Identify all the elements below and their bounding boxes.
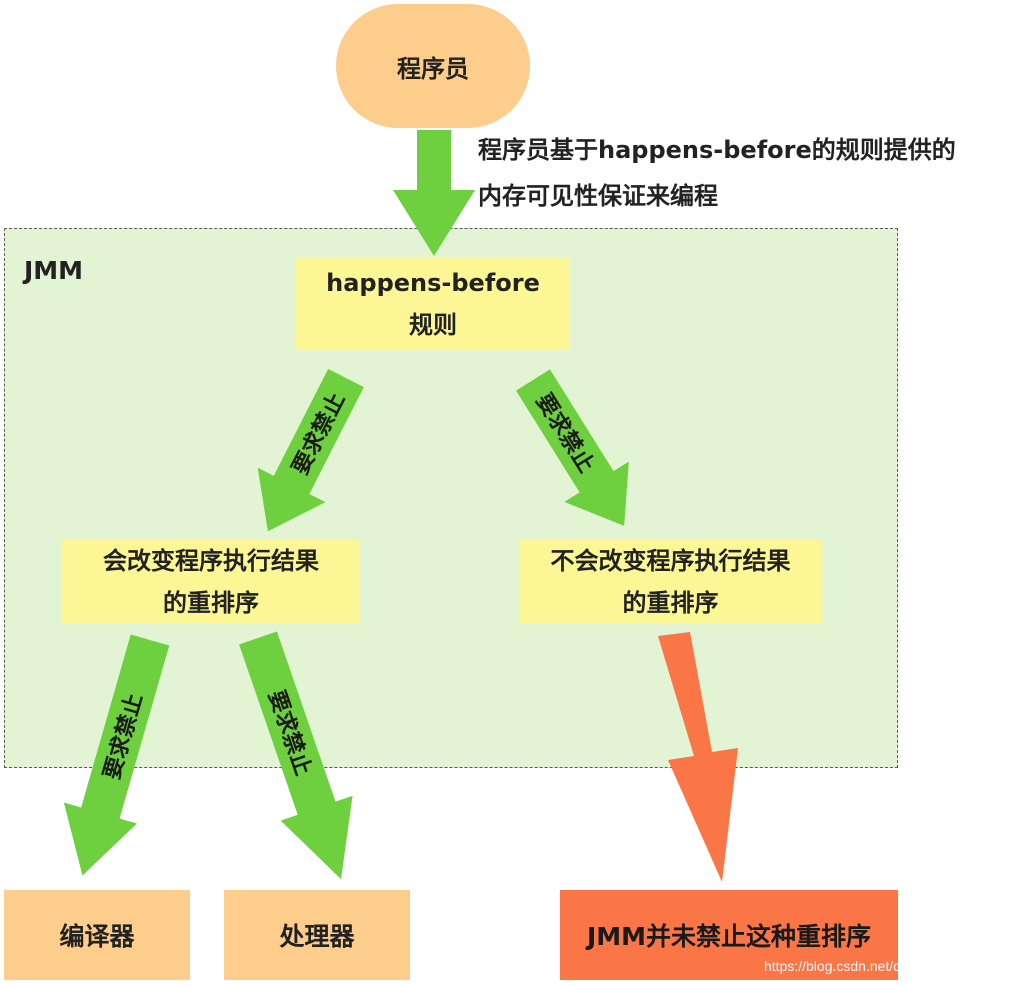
arrow-rules-to-changing: 要求禁止: [257, 368, 364, 532]
note-line-2: 内存可见性保证来编程: [478, 182, 718, 210]
changing-reorder-box: 会改变程序执行结果 的重排序: [62, 540, 360, 624]
watermark: https://blog.csdn.net/qq_41125219: [764, 958, 978, 974]
compiler-box: 编译器: [4, 890, 190, 980]
programmer-label: 程序员: [397, 54, 469, 83]
hb-line-1: happens-before: [326, 269, 540, 297]
arrow-programmer-to-rules: [393, 130, 475, 256]
changing-line-1: 会改变程序执行结果: [103, 547, 319, 575]
nonchanging-reorder-box: 不会改变程序执行结果 的重排序: [520, 540, 821, 624]
arrow-rules-to-nonchanging: 要求禁止: [516, 369, 629, 526]
changing-line-2: 的重排序: [163, 589, 259, 617]
hb-line-2: 规则: [409, 311, 457, 339]
jmm-label: JMM: [24, 256, 84, 285]
arrow-changing-to-compiler: 要求禁止: [63, 634, 170, 876]
programmer-node: 程序员: [336, 4, 530, 128]
processor-label: 处理器: [279, 922, 355, 951]
processor-box: 处理器: [224, 890, 410, 980]
nonchanging-line-1: 不会改变程序执行结果: [550, 547, 791, 575]
arrow-nonchanging-to-jmm: [658, 632, 738, 882]
happens-before-rules-box: happens-before 规则: [296, 258, 570, 350]
nonchanging-line-2: 的重排序: [622, 589, 719, 617]
arrow-changing-to-processor: 要求禁止: [239, 631, 353, 880]
compiler-label: 编译器: [59, 922, 135, 951]
jmm-not-prohibit-box: JMM并未禁止这种重排序: [560, 890, 898, 980]
jmm-not-prohibit-label: JMM并未禁止这种重排序: [586, 922, 872, 951]
note-line-1: 程序员基于happens-before的规则提供的: [478, 136, 956, 164]
